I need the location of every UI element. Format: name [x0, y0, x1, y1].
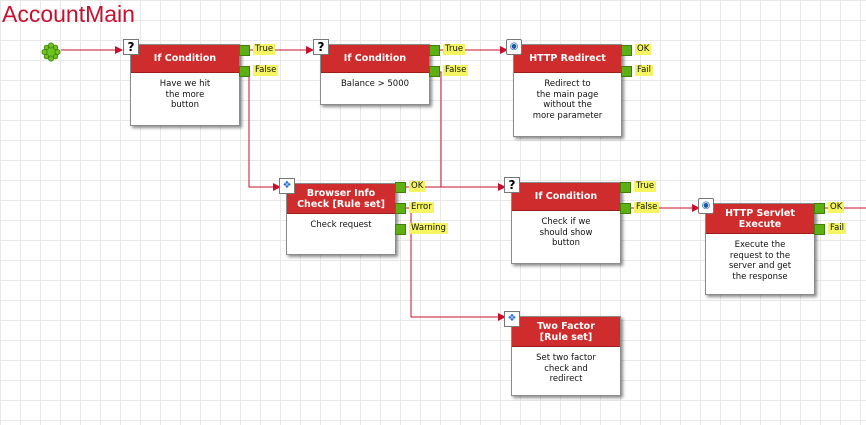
node-description: Redirect to the main page without the mo… — [532, 79, 603, 121]
wire-if1-false-browser — [248, 72, 281, 191]
node-header: HTTP Redirect — [514, 45, 621, 73]
http-redirect-node[interactable]: ◉ HTTP Redirect Redirect to the main pag… — [506, 39, 622, 137]
question-mark-icon: ? — [123, 39, 139, 55]
node-description: Set two factor check and redirect — [536, 353, 596, 384]
node-header: If Condition — [321, 45, 429, 73]
port-if2-false[interactable] — [429, 66, 440, 77]
node-description: Have we hit the more button — [159, 79, 211, 110]
port-label-fail: Fail — [828, 223, 847, 234]
node-header: If Condition — [131, 45, 239, 73]
if-condition-node-2[interactable]: ? If Condition Balance > 5000 — [313, 39, 430, 105]
port-label-ok: OK — [635, 44, 652, 55]
port-label-ok: OK — [409, 181, 426, 192]
port-if2-true[interactable] — [429, 45, 440, 56]
wire-if2-false-join — [438, 71, 442, 187]
question-mark-icon: ? — [313, 39, 329, 55]
port-label-true: True — [253, 44, 276, 55]
http-servlet-execute-node[interactable]: ◉ HTTP Servlet Execute Execute the reque… — [698, 198, 815, 295]
port-label-warning: Warning — [409, 223, 448, 234]
port-browser-ok[interactable] — [395, 182, 406, 193]
port-if1-true[interactable] — [239, 45, 250, 56]
port-browser-warning[interactable] — [395, 224, 406, 235]
port-label-error: Error — [409, 202, 434, 213]
port-redirect-fail[interactable] — [621, 66, 632, 77]
two-factor-node[interactable]: ❖ Two Factor [Rule set] Set two factor c… — [504, 311, 621, 396]
port-label-fail: Fail — [635, 65, 654, 76]
node-header: If Condition — [512, 183, 620, 211]
browser-info-check-node[interactable]: ❖ Browser Info Check [Rule set] Check re… — [279, 178, 396, 255]
node-header: Two Factor [Rule set] — [512, 317, 620, 347]
port-browser-error[interactable] — [395, 203, 406, 214]
if-condition-node-1[interactable]: ? If Condition Have we hit the more butt… — [123, 39, 240, 126]
port-label-true: True — [443, 44, 466, 55]
diagram-title: AccountMain — [2, 1, 135, 27]
wire-browser-error-twofactor — [404, 207, 506, 321]
globe-icon: ◉ — [698, 198, 714, 214]
port-label-false: False — [634, 202, 660, 213]
port-redirect-ok[interactable] — [621, 45, 632, 56]
ruleset-icon: ❖ — [504, 311, 520, 327]
node-description: Execute the request to the server and ge… — [728, 240, 792, 282]
port-label-ok: OK — [828, 202, 845, 213]
node-description: Check request — [310, 220, 372, 230]
port-servlet-fail[interactable] — [814, 224, 825, 235]
if-condition-node-3[interactable]: ? If Condition Check if we should show b… — [504, 177, 621, 264]
port-label-false: False — [443, 65, 469, 76]
port-label-false: False — [253, 65, 279, 76]
node-header: HTTP Servlet Execute — [706, 204, 814, 234]
port-if1-false[interactable] — [239, 66, 250, 77]
globe-icon: ◉ — [506, 39, 522, 55]
port-label-true: True — [634, 181, 657, 192]
question-mark-icon: ? — [504, 177, 520, 193]
port-if3-false[interactable] — [620, 203, 631, 214]
port-if3-true[interactable] — [620, 182, 631, 193]
start-node-icon[interactable] — [41, 42, 61, 62]
port-servlet-ok[interactable] — [814, 203, 825, 214]
node-header: Browser Info Check [Rule set] — [287, 184, 395, 214]
ruleset-icon: ❖ — [279, 178, 295, 194]
node-description: Check if we should show button — [539, 217, 593, 248]
node-description: Balance > 5000 — [340, 79, 410, 89]
